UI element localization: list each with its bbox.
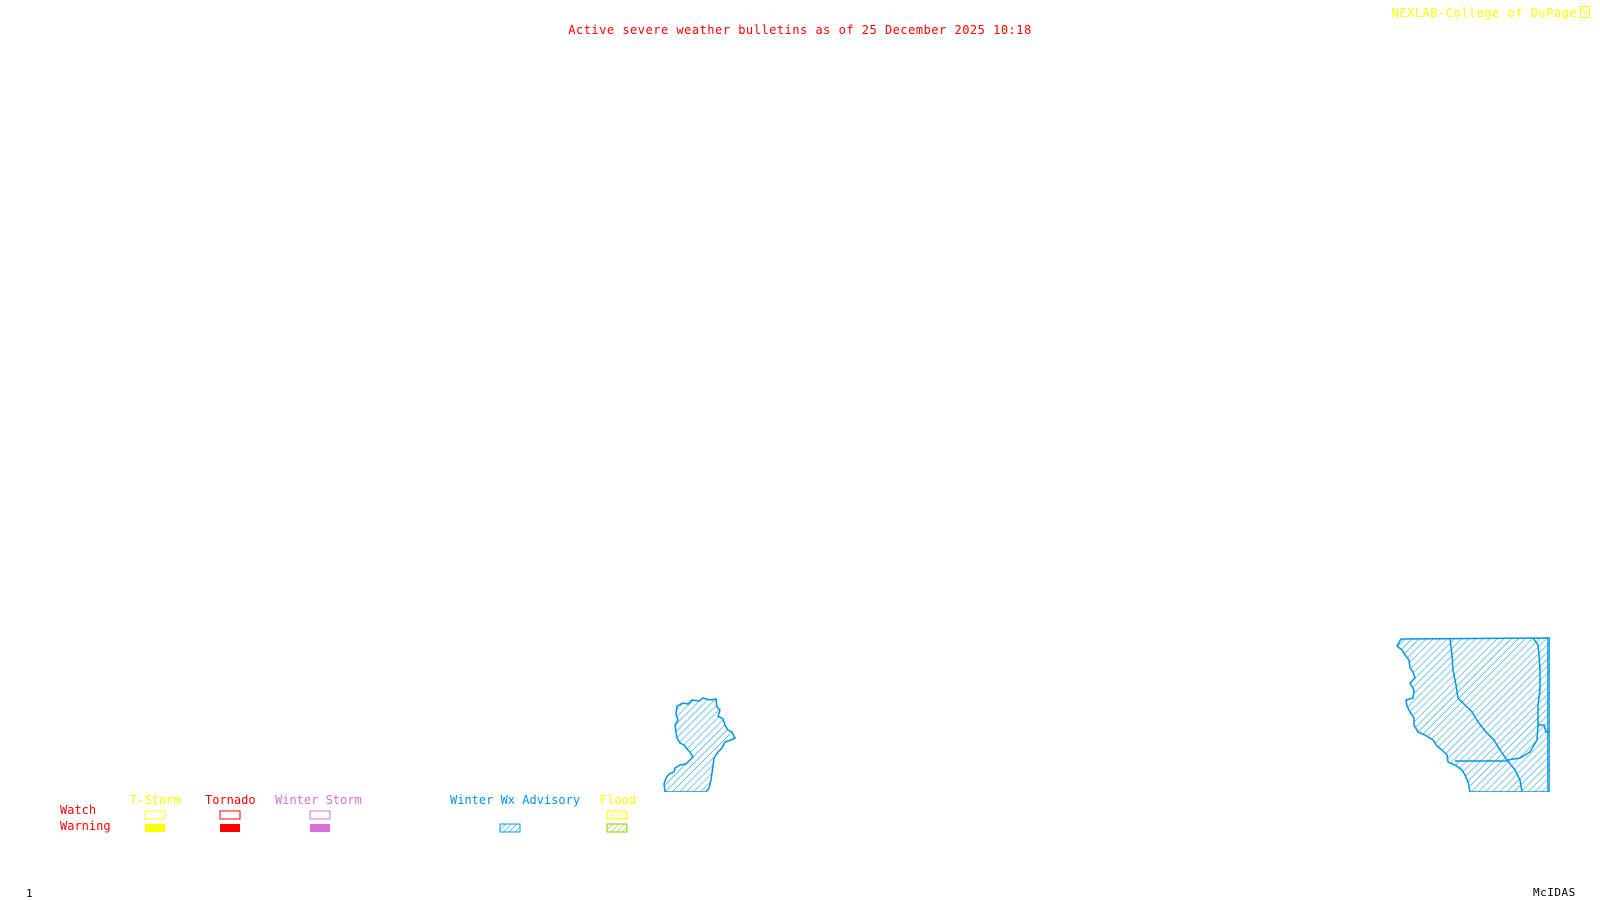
legend-row-warning: Warning	[60, 819, 111, 833]
legend-winterstorm-watch-swatch	[309, 810, 331, 820]
legend-winterstorm-warning-swatch	[310, 824, 330, 832]
legend-header-flood: Flood	[600, 793, 637, 807]
legend-header-winter-wx-advisory: Winter Wx Advisory	[450, 793, 581, 807]
credit-label: NEXLAB-College of DuPage	[1392, 6, 1590, 19]
legend-header-tstorm: T-Storm	[130, 793, 181, 807]
frame-number: 1	[26, 887, 34, 900]
legend-flood-watch-swatch	[606, 810, 628, 820]
legend-header-winter-storm: Winter Storm	[275, 793, 362, 807]
legend-tstorm-watch-swatch	[144, 810, 166, 820]
county-boundary	[1505, 637, 1541, 792]
legend-header-tornado: Tornado	[205, 793, 256, 807]
legend-row-watch: Watch	[60, 803, 97, 817]
legend-flood-warning-swatch	[606, 823, 628, 833]
legend-winterwx-advisory-swatch	[499, 823, 521, 833]
credit-text: NEXLAB-College of DuPage	[1391, 6, 1577, 20]
cursor-icon	[1580, 6, 1590, 18]
legend-tornado-watch-swatch	[219, 810, 241, 820]
county-boundary	[1449, 638, 1508, 761]
legend-tstorm-warning-swatch	[145, 824, 165, 832]
legend-tornado-warning-swatch	[220, 824, 240, 832]
advisory-area-county-southwest	[663, 697, 737, 792]
software-label: McIDAS	[1533, 886, 1576, 899]
map-title: Active severe weather bulletins as of 25…	[568, 23, 1032, 37]
